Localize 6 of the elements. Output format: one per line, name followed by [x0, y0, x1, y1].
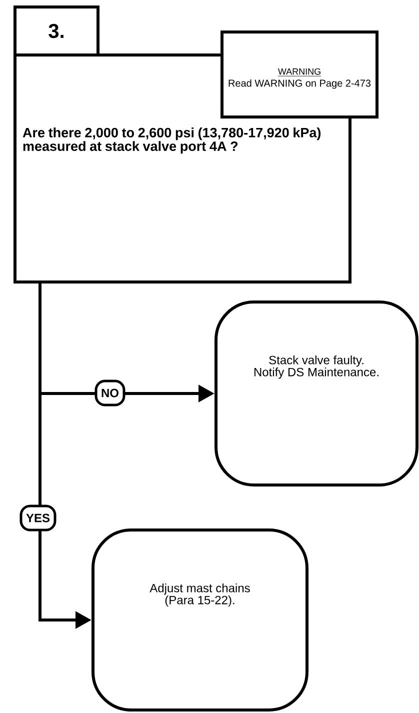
- step-number-box: 3.: [14, 6, 100, 56]
- edge-label: NO: [94, 380, 126, 406]
- edge-label: YES: [20, 504, 56, 532]
- action-box: Adjust mast chains (Para 15-22).: [92, 528, 308, 712]
- action-box: Stack valve faulty. Notify DS Maintenance.: [214, 300, 418, 486]
- warning-box: WARNING Read WARNING on Page 2-473: [220, 30, 378, 118]
